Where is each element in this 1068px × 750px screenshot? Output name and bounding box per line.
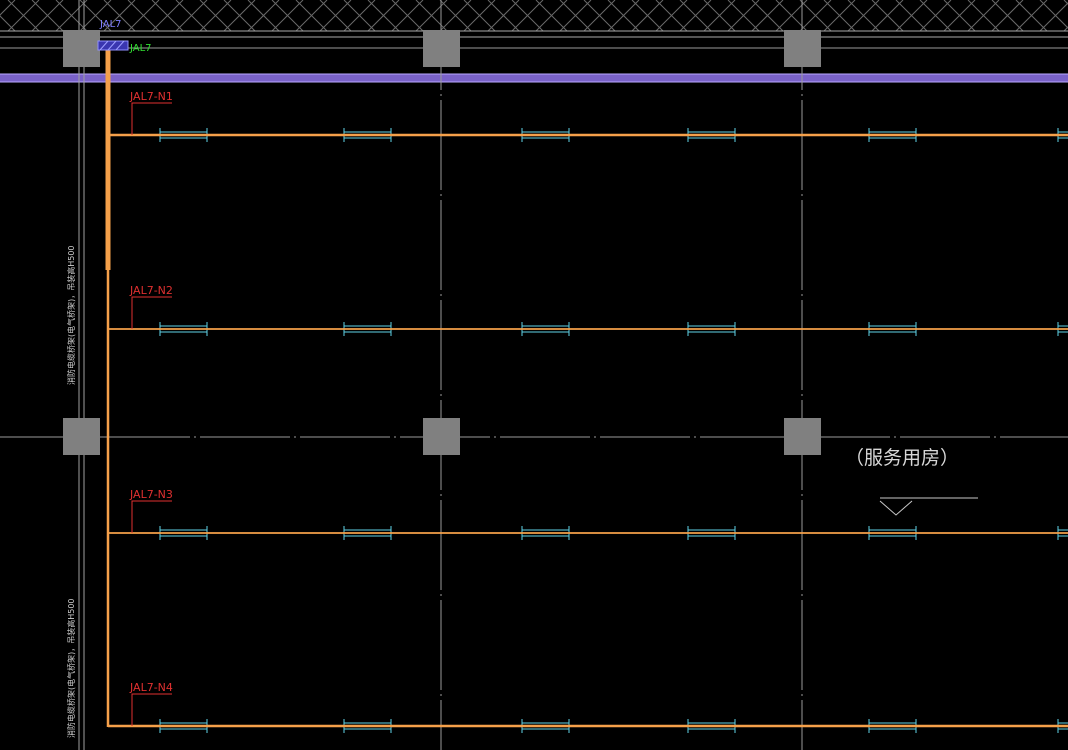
hatch-line — [0, 0, 16, 16]
hatch-line — [199, 0, 232, 32]
hatch-line — [655, 0, 688, 32]
panel-hatch-2 — [107, 40, 117, 51]
hatch-line — [847, 0, 880, 32]
hatch-line — [919, 0, 952, 32]
hatch-line — [7, 0, 40, 32]
circuit-label-leader — [131, 693, 172, 726]
cable-tray-band — [0, 74, 1068, 82]
hatch-line — [679, 0, 712, 32]
circuit-feeders — [108, 133, 1068, 728]
hatch-line — [559, 0, 592, 32]
hatch-line — [895, 0, 928, 32]
hatch-line — [175, 0, 208, 32]
hatch-line — [31, 0, 64, 32]
distribution-panel-box[interactable] — [97, 40, 129, 51]
panel-label-tag: JAL7 — [129, 43, 152, 54]
structural-columns — [63, 30, 821, 455]
hatch-line — [535, 0, 568, 32]
hatch-line — [151, 0, 184, 32]
panel-hatch-3 — [115, 40, 125, 51]
hatch-line — [871, 0, 904, 32]
circuit-label: JAL7-N3 — [129, 488, 173, 501]
hatch-line — [799, 0, 832, 32]
hatch-line — [55, 0, 88, 32]
hatch-line — [967, 0, 1000, 32]
circuit-label-leader — [131, 102, 172, 135]
structural-column — [784, 30, 821, 67]
hatch-line — [1015, 0, 1048, 32]
hatch-line — [727, 0, 760, 32]
circuit-label-leader — [131, 296, 172, 329]
hatch-line — [0, 15, 16, 32]
structural-column — [784, 418, 821, 455]
hatch-line — [463, 0, 496, 32]
hatch-line — [319, 0, 352, 32]
structural-column — [63, 30, 100, 67]
circuit-label-leader — [131, 500, 172, 533]
panel-hatch-1 — [99, 40, 109, 51]
hatch-line — [703, 0, 736, 32]
hatch-line — [583, 0, 616, 32]
section-marker-triangle — [879, 500, 913, 516]
structural-column — [423, 418, 460, 455]
hatch-line — [415, 0, 448, 32]
hatch-line — [1039, 2, 1068, 32]
hatch-line — [79, 0, 112, 32]
hatch-line — [823, 0, 856, 32]
hatch-line — [247, 0, 280, 32]
hatch-line — [223, 0, 256, 32]
structural-column — [63, 418, 100, 455]
vertical-note-1: 消防电缆桥架(电气桥架)，吊装高H500 — [66, 245, 76, 385]
hatch-line — [511, 0, 544, 32]
hatch-line — [631, 0, 664, 32]
room-label: （服务用房） — [845, 447, 959, 469]
circuit-label: JAL7-N4 — [129, 681, 173, 694]
circuit-label: JAL7-N2 — [129, 284, 173, 297]
vertical-note-2: 消防电缆桥架(电气桥架)，吊装高H500 — [66, 598, 76, 738]
hatch-line — [103, 0, 136, 32]
hatch-line — [367, 0, 400, 32]
hatch-line — [607, 0, 640, 32]
structural-column — [423, 30, 460, 67]
hatch-line — [295, 0, 328, 32]
hatch-line — [343, 0, 376, 32]
hatch-line — [439, 0, 472, 32]
hatch-line — [751, 0, 784, 32]
hatch-line — [391, 0, 424, 32]
hatch-line — [943, 0, 976, 32]
hatch-line — [271, 0, 304, 32]
linear-light-fixture[interactable] — [343, 526, 392, 540]
circuit-label: JAL7-N1 — [129, 90, 173, 103]
hatch-line — [487, 0, 520, 32]
linear-light-fixture[interactable] — [687, 128, 736, 142]
hatch-line — [127, 0, 160, 32]
hatch-line — [991, 0, 1024, 32]
hatched-corridor-band — [0, 0, 1068, 32]
panel-label: JAL7 — [99, 19, 122, 30]
